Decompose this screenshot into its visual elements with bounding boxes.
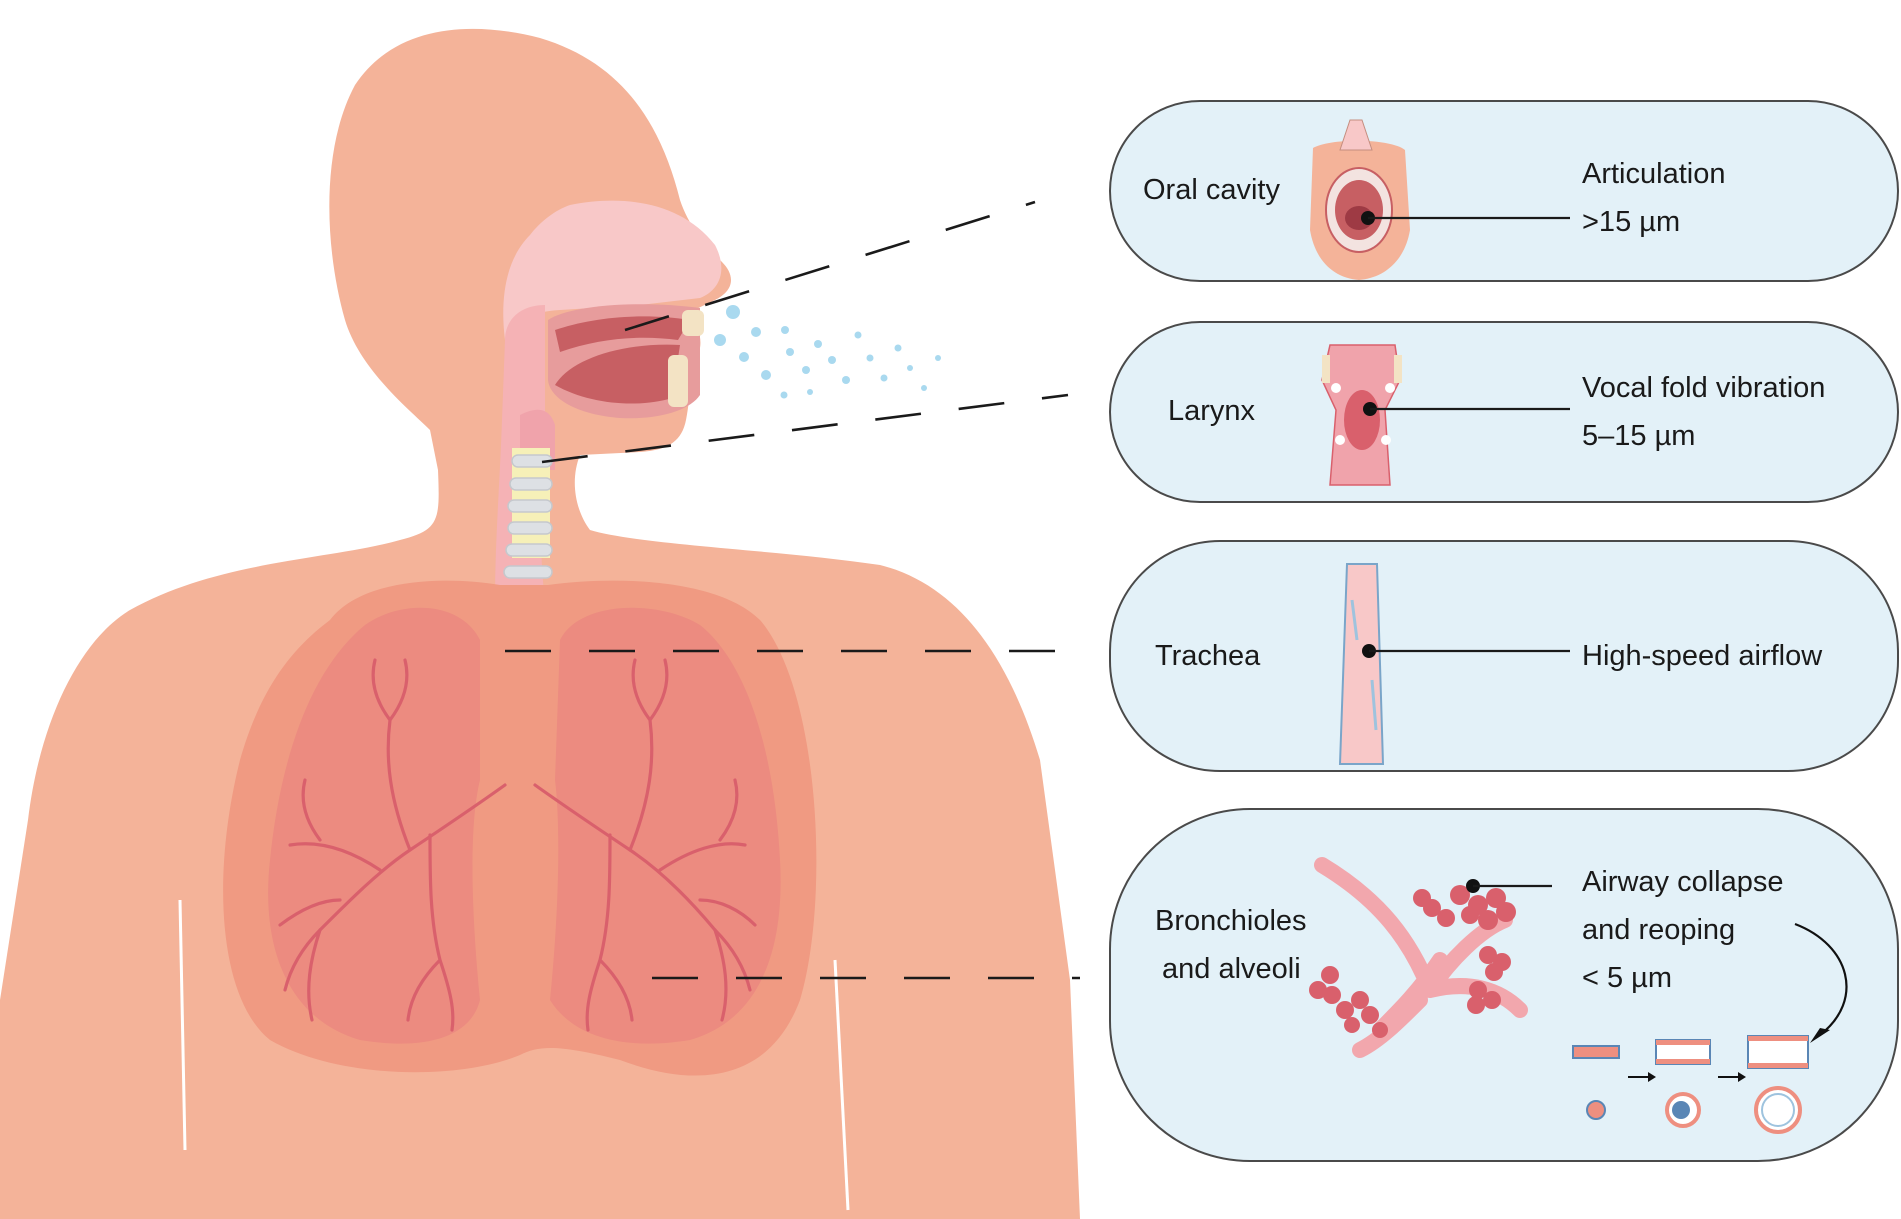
nasal-cavity [503, 200, 722, 350]
alveoli-clusters [1309, 885, 1516, 1038]
panel-larynx: Larynx Vocal fold vibration 5–15 µm [1109, 321, 1899, 503]
lung-right [550, 607, 781, 1044]
bronchioles-region-line2: and alveoli [1162, 953, 1301, 985]
airway-reopening-sequence [1572, 1035, 1809, 1134]
bronchial-tree [278, 658, 757, 1032]
bronchioles-region-line1: Bronchioles [1155, 905, 1307, 937]
small-arrow-head-icon-1 [1648, 1072, 1656, 1082]
lower-teeth [668, 355, 688, 407]
panel-trachea-bg [1109, 540, 1899, 772]
bronchioles-mechanism-line2: and reoping [1582, 914, 1735, 946]
trachea-illustration [1338, 563, 1385, 765]
trachea-region-label: Trachea [1155, 640, 1261, 672]
bronchioles-size-label: < 5 µm [1582, 962, 1672, 994]
callout-larynx [541, 393, 1069, 464]
exhaled-droplets [714, 305, 941, 399]
upper-teeth [682, 310, 704, 336]
tongue [555, 316, 690, 352]
small-arrow-head-icon-2 [1738, 1072, 1746, 1082]
arm-crease-left [178, 899, 187, 1151]
curved-arrow-head-icon [1810, 1028, 1830, 1043]
oral-region-label: Oral cavity [1143, 174, 1280, 206]
panel-trachea: Trachea High-speed airflow [1109, 540, 1899, 772]
panel-oral-cavity-bg [1109, 100, 1899, 282]
panel-oral-cavity: Oral cavity Articulation >15 µm [1109, 100, 1899, 282]
bronchiole-illustration [1309, 857, 1528, 1058]
larynx-region-label: Larynx [1168, 395, 1256, 427]
face-mouth-illustration [1310, 119, 1410, 280]
bronchioles-mechanism-line1: Airway collapse [1582, 866, 1783, 898]
larynx-illustration [1321, 344, 1402, 486]
panel-bronchioles-bg [1109, 808, 1899, 1162]
curved-arrow [1794, 922, 1848, 1036]
lung-left [268, 607, 480, 1044]
panel-larynx-bg [1109, 321, 1899, 503]
oral-mechanism-label: Articulation [1582, 158, 1725, 190]
larynx-size-label: 5–15 µm [1582, 420, 1695, 452]
panel-bronchioles: Bronchioles and alveoli Airway collapse … [1109, 808, 1899, 1162]
arm-crease-right [833, 959, 850, 1211]
human-figure [0, 28, 1080, 1219]
trachea-mechanism-label: High-speed airflow [1582, 640, 1823, 672]
oral-size-label: >15 µm [1582, 206, 1680, 238]
callout-oral [624, 200, 1036, 332]
lower-mouth [555, 344, 680, 404]
larynx-mechanism-label: Vocal fold vibration [1582, 372, 1825, 404]
callout-lines [505, 200, 1080, 980]
